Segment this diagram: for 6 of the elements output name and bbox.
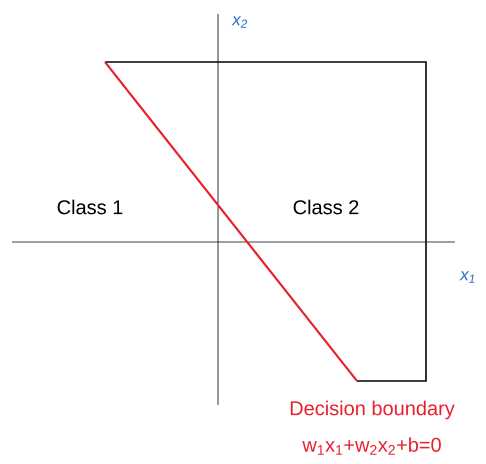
class-label: Class 2	[294, 200, 358, 214]
boundary-equation: w$_{1}$x$_{1}$+w$_{2}$x$_{2}$+b=0	[302, 437, 441, 455]
axis-label: x$_{1}$	[460, 271, 474, 283]
boundary-label: Decision boundary	[290, 400, 455, 420]
axis-label: x$_{2}$	[232, 16, 248, 28]
class-label: Class 1	[58, 200, 122, 214]
